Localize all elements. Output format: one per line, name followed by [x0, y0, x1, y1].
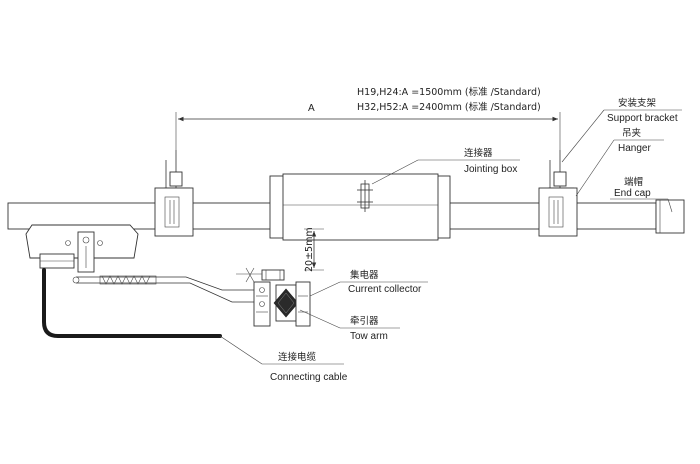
current-collector-label-en: Current collector [348, 284, 422, 295]
current-collector-label-cn: 集电器 [350, 269, 379, 281]
end-cap-label-cn: 端帽 [624, 176, 643, 188]
jointing-box [269, 173, 451, 241]
spec-line-2: H32,H52:A =2400mm (标准 /Standard) [357, 101, 541, 113]
height-dimension [304, 228, 324, 271]
height-dimension-label: 20±5mm [304, 227, 315, 272]
dimension-spacing-label: A [308, 103, 315, 114]
hanger-right [538, 150, 578, 237]
current-collector [236, 267, 311, 327]
leader-lines [219, 109, 682, 365]
hanger-label-en: Hanger [618, 143, 651, 154]
support-bracket-label-en: Support bracket [607, 113, 678, 124]
dimension-a [175, 112, 561, 150]
connecting-cable-label-cn: 连接电缆 [278, 351, 317, 363]
end-cap-label-en: End cap [614, 188, 651, 199]
support-bracket-label-cn: 安装支架 [618, 97, 657, 109]
jointing-box-label-cn: 连接器 [464, 147, 493, 159]
connecting-cable-label-en: Connecting cable [270, 372, 348, 383]
tow-arm-label-en: Tow arm [350, 331, 388, 342]
spec-line-1: H19,H24:A =1500mm (标准 /Standard) [357, 86, 541, 98]
hanger-label-cn: 吊夹 [622, 127, 642, 139]
jointing-box-label-en: Jointing box [464, 164, 517, 175]
collector-trolley [25, 224, 139, 273]
hanger-left [154, 150, 194, 237]
tow-arm-rod [72, 275, 258, 303]
connecting-cable [42, 268, 222, 338]
tow-arm-label-cn: 牵引器 [350, 316, 379, 327]
